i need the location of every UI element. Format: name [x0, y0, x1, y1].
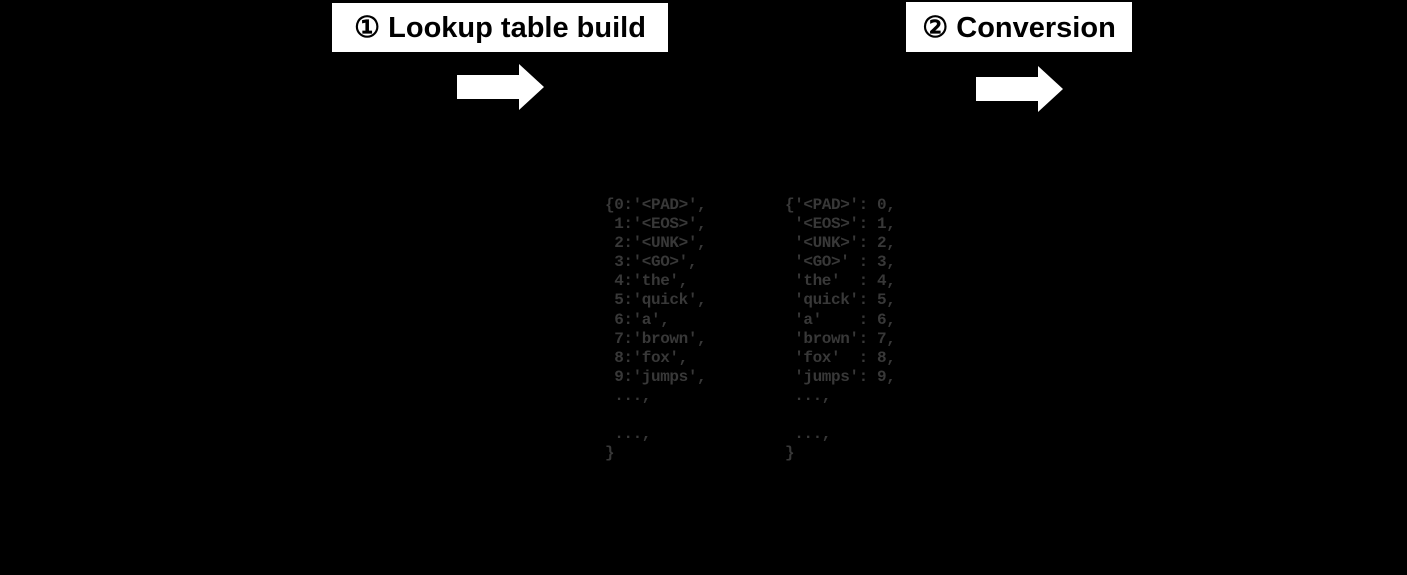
- step-label-text: ① Lookup table build: [354, 12, 646, 44]
- step-label-lookup-table-build: ① Lookup table build: [332, 3, 668, 52]
- step-label-conversion: ② Conversion: [906, 2, 1132, 52]
- word-to-index-dict-code: {'<PAD>': 0, '<EOS>': 1, '<UNK>': 2, '<G…: [785, 196, 896, 463]
- index-to-word-dict-code: {0:'<PAD>', 1:'<EOS>', 2:'<UNK>', 3:'<GO…: [605, 196, 707, 463]
- step-label-text: ② Conversion: [922, 11, 1116, 44]
- right-arrow-icon: [457, 64, 544, 110]
- right-arrow-icon: [976, 66, 1063, 112]
